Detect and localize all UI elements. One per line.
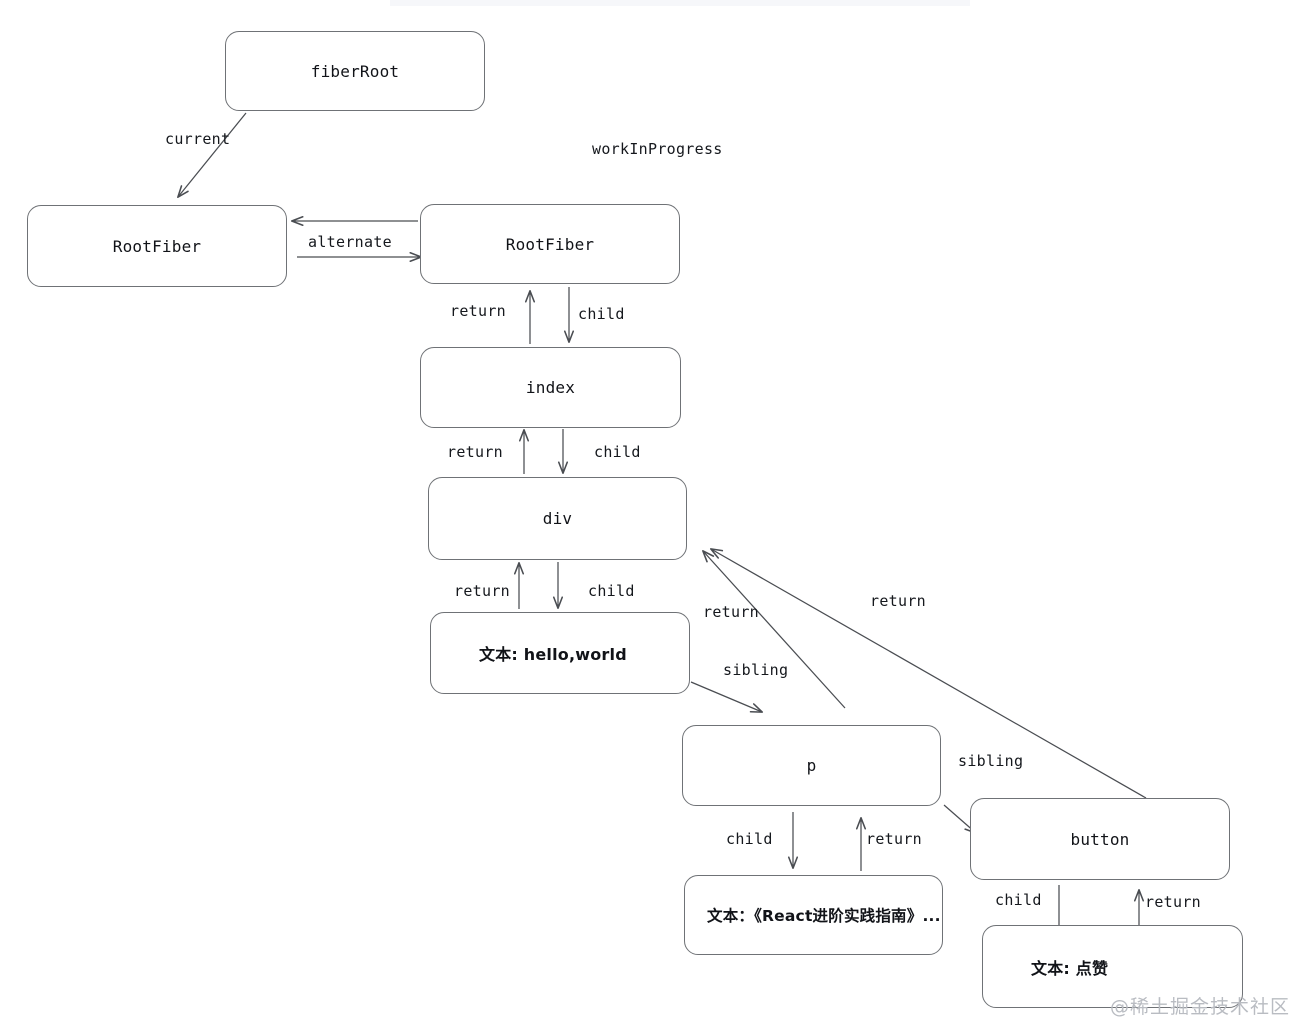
node-index[interactable]: index	[420, 347, 681, 428]
watermark: @稀土掘金技术社区	[1109, 996, 1290, 1018]
edge-label-hello-return: return	[454, 582, 510, 600]
label-work-in-progress: workInProgress	[592, 140, 723, 158]
edge-label-p-child: child	[726, 830, 773, 848]
edge-label-alternate: alternate	[308, 233, 392, 251]
edge-p-return	[703, 551, 846, 709]
edge-label-button-return: return	[870, 592, 926, 610]
node-label: div	[542, 509, 573, 528]
node-label: RootFiber	[112, 236, 202, 256]
edge-label-wip-child: child	[578, 305, 625, 323]
edge-label-p-return: return	[703, 603, 759, 621]
edge-label-index-child: child	[594, 443, 641, 461]
node-div[interactable]: div	[428, 477, 687, 560]
top-band	[390, 0, 970, 6]
node-root-fiber-current[interactable]: RootFiber	[27, 205, 287, 287]
edge-label-react-return: return	[866, 830, 922, 848]
node-label: fiberRoot	[310, 61, 400, 81]
node-text-hello-world[interactable]: 文本: hello,world	[430, 612, 690, 694]
edge-label-current: current	[165, 130, 231, 148]
node-p[interactable]: p	[682, 725, 941, 806]
edge-label-button-child: child	[995, 891, 1042, 909]
node-label: button	[1070, 829, 1130, 849]
edge-current	[178, 112, 247, 197]
node-label: RootFiber	[505, 234, 595, 254]
node-label: p	[806, 756, 817, 775]
node-root-fiber-workinprogress[interactable]: RootFiber	[420, 204, 680, 284]
node-text-react-guide[interactable]: 文本：《React进阶实践指南》...	[684, 875, 943, 955]
edge-label-hello-sibling: sibling	[723, 661, 789, 679]
node-label: index	[525, 378, 576, 397]
edge-label-div-child: child	[588, 582, 635, 600]
node-label: 文本: 点赞	[1031, 958, 1109, 978]
edge-label-like-return: return	[1145, 893, 1201, 911]
edge-label-p-sibling: sibling	[958, 752, 1024, 770]
node-label: 文本: hello,world	[479, 645, 627, 664]
node-fiber-root[interactable]: fiberRoot	[225, 31, 485, 111]
edge-label-div-return: return	[447, 443, 503, 461]
edge-hello-sibling	[690, 681, 762, 712]
node-text-like[interactable]: 文本: 点赞	[982, 925, 1243, 1008]
node-button[interactable]: button	[970, 798, 1230, 880]
edge-label-index-return: return	[450, 302, 506, 320]
node-label: 文本：《React进阶实践指南》...	[707, 907, 941, 925]
